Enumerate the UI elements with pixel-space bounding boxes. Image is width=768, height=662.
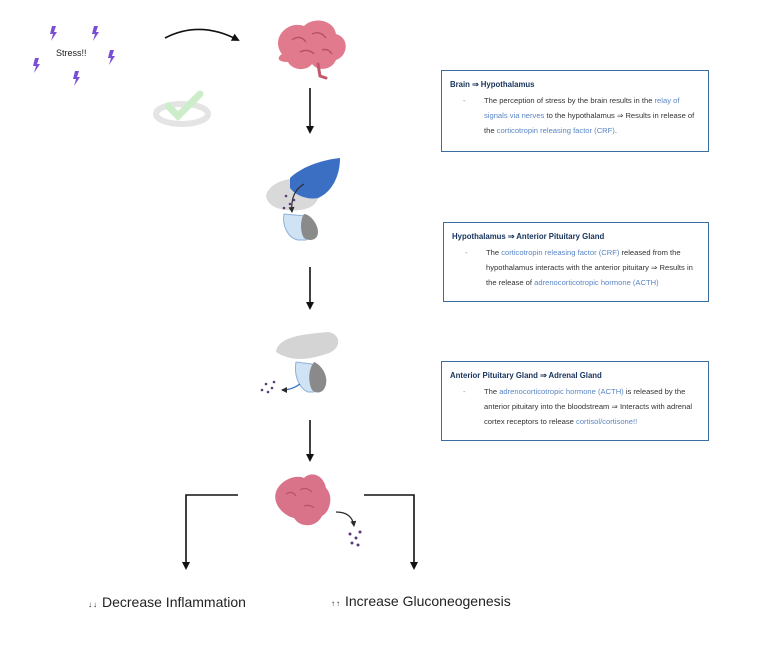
outcome-text: Decrease Inflammation [102, 594, 246, 610]
box-title: Brain ⇒ Hypothalamus [450, 80, 535, 89]
outcome-text: Increase Gluconeogenesis [345, 593, 511, 609]
highlight-term: corticotropin releasing factor (CRF) [496, 126, 615, 135]
box-text: The [486, 248, 502, 257]
lightning-bolt-icons [33, 26, 115, 86]
box-text: . [614, 126, 617, 135]
outcome-decrease-inflammation: ↓↓ Decrease Inflammation [88, 594, 246, 610]
highlight-term: adrenocorticotropic hormone (ACTH) [499, 387, 624, 396]
lightning-bolt-icon [50, 26, 57, 41]
hypothalamus-icon [266, 158, 340, 241]
receptor-check-icon [153, 90, 211, 127]
lightning-bolt-icon [33, 58, 40, 73]
box-text: is released by the anterior pituitary in… [484, 387, 693, 426]
highlight-term: cortisol/cortisone!! [576, 417, 638, 426]
box-text: The [484, 387, 500, 396]
box-title: Anterior Pituitary Gland ⇒ Adrenal Gland [450, 371, 602, 380]
outcome-increase-gluconeogenesis: ↑↑ Increase Gluconeogenesis [331, 593, 511, 609]
box-text: released from the hypothalamus interacts… [486, 248, 693, 287]
box-body: - The perception of stress by the brain … [450, 93, 700, 138]
lightning-bolt-icon [92, 26, 99, 41]
box-text: The perception of stress by the brain re… [484, 96, 655, 105]
down-arrows-icon: ↓↓ [88, 600, 98, 609]
bullet: - [463, 96, 466, 105]
info-box-pituitary-adrenal: Anterior Pituitary Gland ⇒ Adrenal Gland… [441, 361, 709, 441]
bullet: - [465, 248, 468, 257]
bullet: - [463, 387, 466, 396]
stress-label: Stress!! [56, 48, 87, 58]
box-title: Hypothalamus ⇒ Anterior Pituitary Gland [452, 232, 605, 241]
adrenal-gland-icon [275, 474, 362, 547]
right-branch-arrow [364, 494, 418, 570]
highlight-term: adrenocorticotropic hormone (ACTH) [534, 278, 659, 287]
highlight-term: corticotropin releasing factor (CRF) [501, 248, 620, 257]
info-box-hypothalamus-pituitary: Hypothalamus ⇒ Anterior Pituitary Gland … [443, 222, 709, 302]
box-body: - The adrenocorticotropic hormone (ACTH)… [450, 384, 700, 429]
lightning-bolt-icon [73, 71, 80, 86]
info-box-brain-hypothalamus: Brain ⇒ Hypothalamus - The perception of… [441, 70, 709, 152]
highlight-term: relay of signals via nerves [484, 96, 680, 120]
box-body: - The corticotropin releasing factor (CR… [452, 245, 700, 290]
lightning-bolt-icon [108, 50, 115, 65]
anterior-pituitary-icon [260, 332, 339, 394]
box-text: to the hypothalamus ⇒ Results in release… [484, 111, 695, 135]
brain-icon [278, 20, 346, 80]
stress-to-brain-arrow [164, 28, 240, 41]
left-branch-arrow [182, 494, 238, 570]
up-arrows-icon: ↑↑ [331, 599, 341, 608]
